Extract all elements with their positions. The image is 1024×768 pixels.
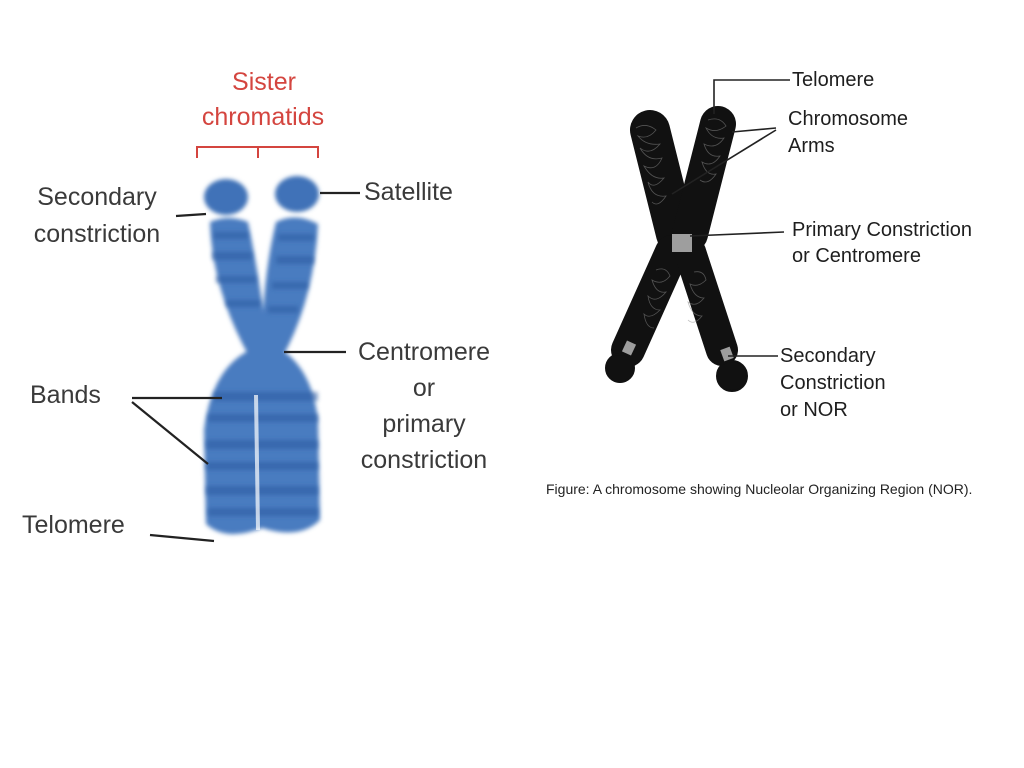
nor-marker-right <box>720 346 734 362</box>
centromere-label-line2: or <box>413 374 435 402</box>
secondary-constriction-right-line2: Constriction <box>780 372 886 394</box>
scribble-chromosome <box>605 106 748 392</box>
sister-chromatids-label-line1: Sister <box>232 68 296 96</box>
chromosome-bands <box>206 232 318 516</box>
chromosome-arms-label-line2: Arms <box>788 135 835 157</box>
primary-constriction-label-line2: or Centromere <box>792 245 921 267</box>
scribble-texture <box>635 118 727 329</box>
telomere-label-left: Telomere <box>22 511 125 539</box>
secondary-constriction-right-line1: Secondary <box>780 345 876 367</box>
nor-marker-left <box>621 340 637 356</box>
right-leader-lines <box>671 79 790 357</box>
satellite-label: Satellite <box>364 178 453 206</box>
bands-label: Bands <box>30 381 101 409</box>
centromere-label-line1: Centromere <box>358 338 490 366</box>
sister-chromatids-label-line2: chromatids <box>202 103 324 131</box>
left-leader-lines <box>131 191 360 543</box>
figure-caption: Figure: A chromosome showing Nucleolar O… <box>546 481 972 497</box>
centromere-label-line4: constriction <box>361 446 487 474</box>
blue-chromosome <box>204 176 320 535</box>
secondary-constriction-label-line1: Secondary <box>37 183 157 211</box>
left-chromosome-diagram: Sister chromatids <box>22 68 490 543</box>
secondary-constriction-right-line3: or NOR <box>780 399 848 421</box>
right-chromosome-diagram: Telomere Chromosome Arms Primary Constri… <box>546 69 972 497</box>
centromere-label-line3: primary <box>382 410 466 438</box>
secondary-constriction-label-line2: constriction <box>34 220 160 248</box>
telomere-label-right: Telomere <box>792 69 874 91</box>
centromere-marker <box>672 234 692 252</box>
sister-chromatids-bracket <box>196 146 319 158</box>
chromosome-arms-label-line1: Chromosome <box>788 108 908 130</box>
primary-constriction-label-line1: Primary Constriction <box>792 219 972 241</box>
